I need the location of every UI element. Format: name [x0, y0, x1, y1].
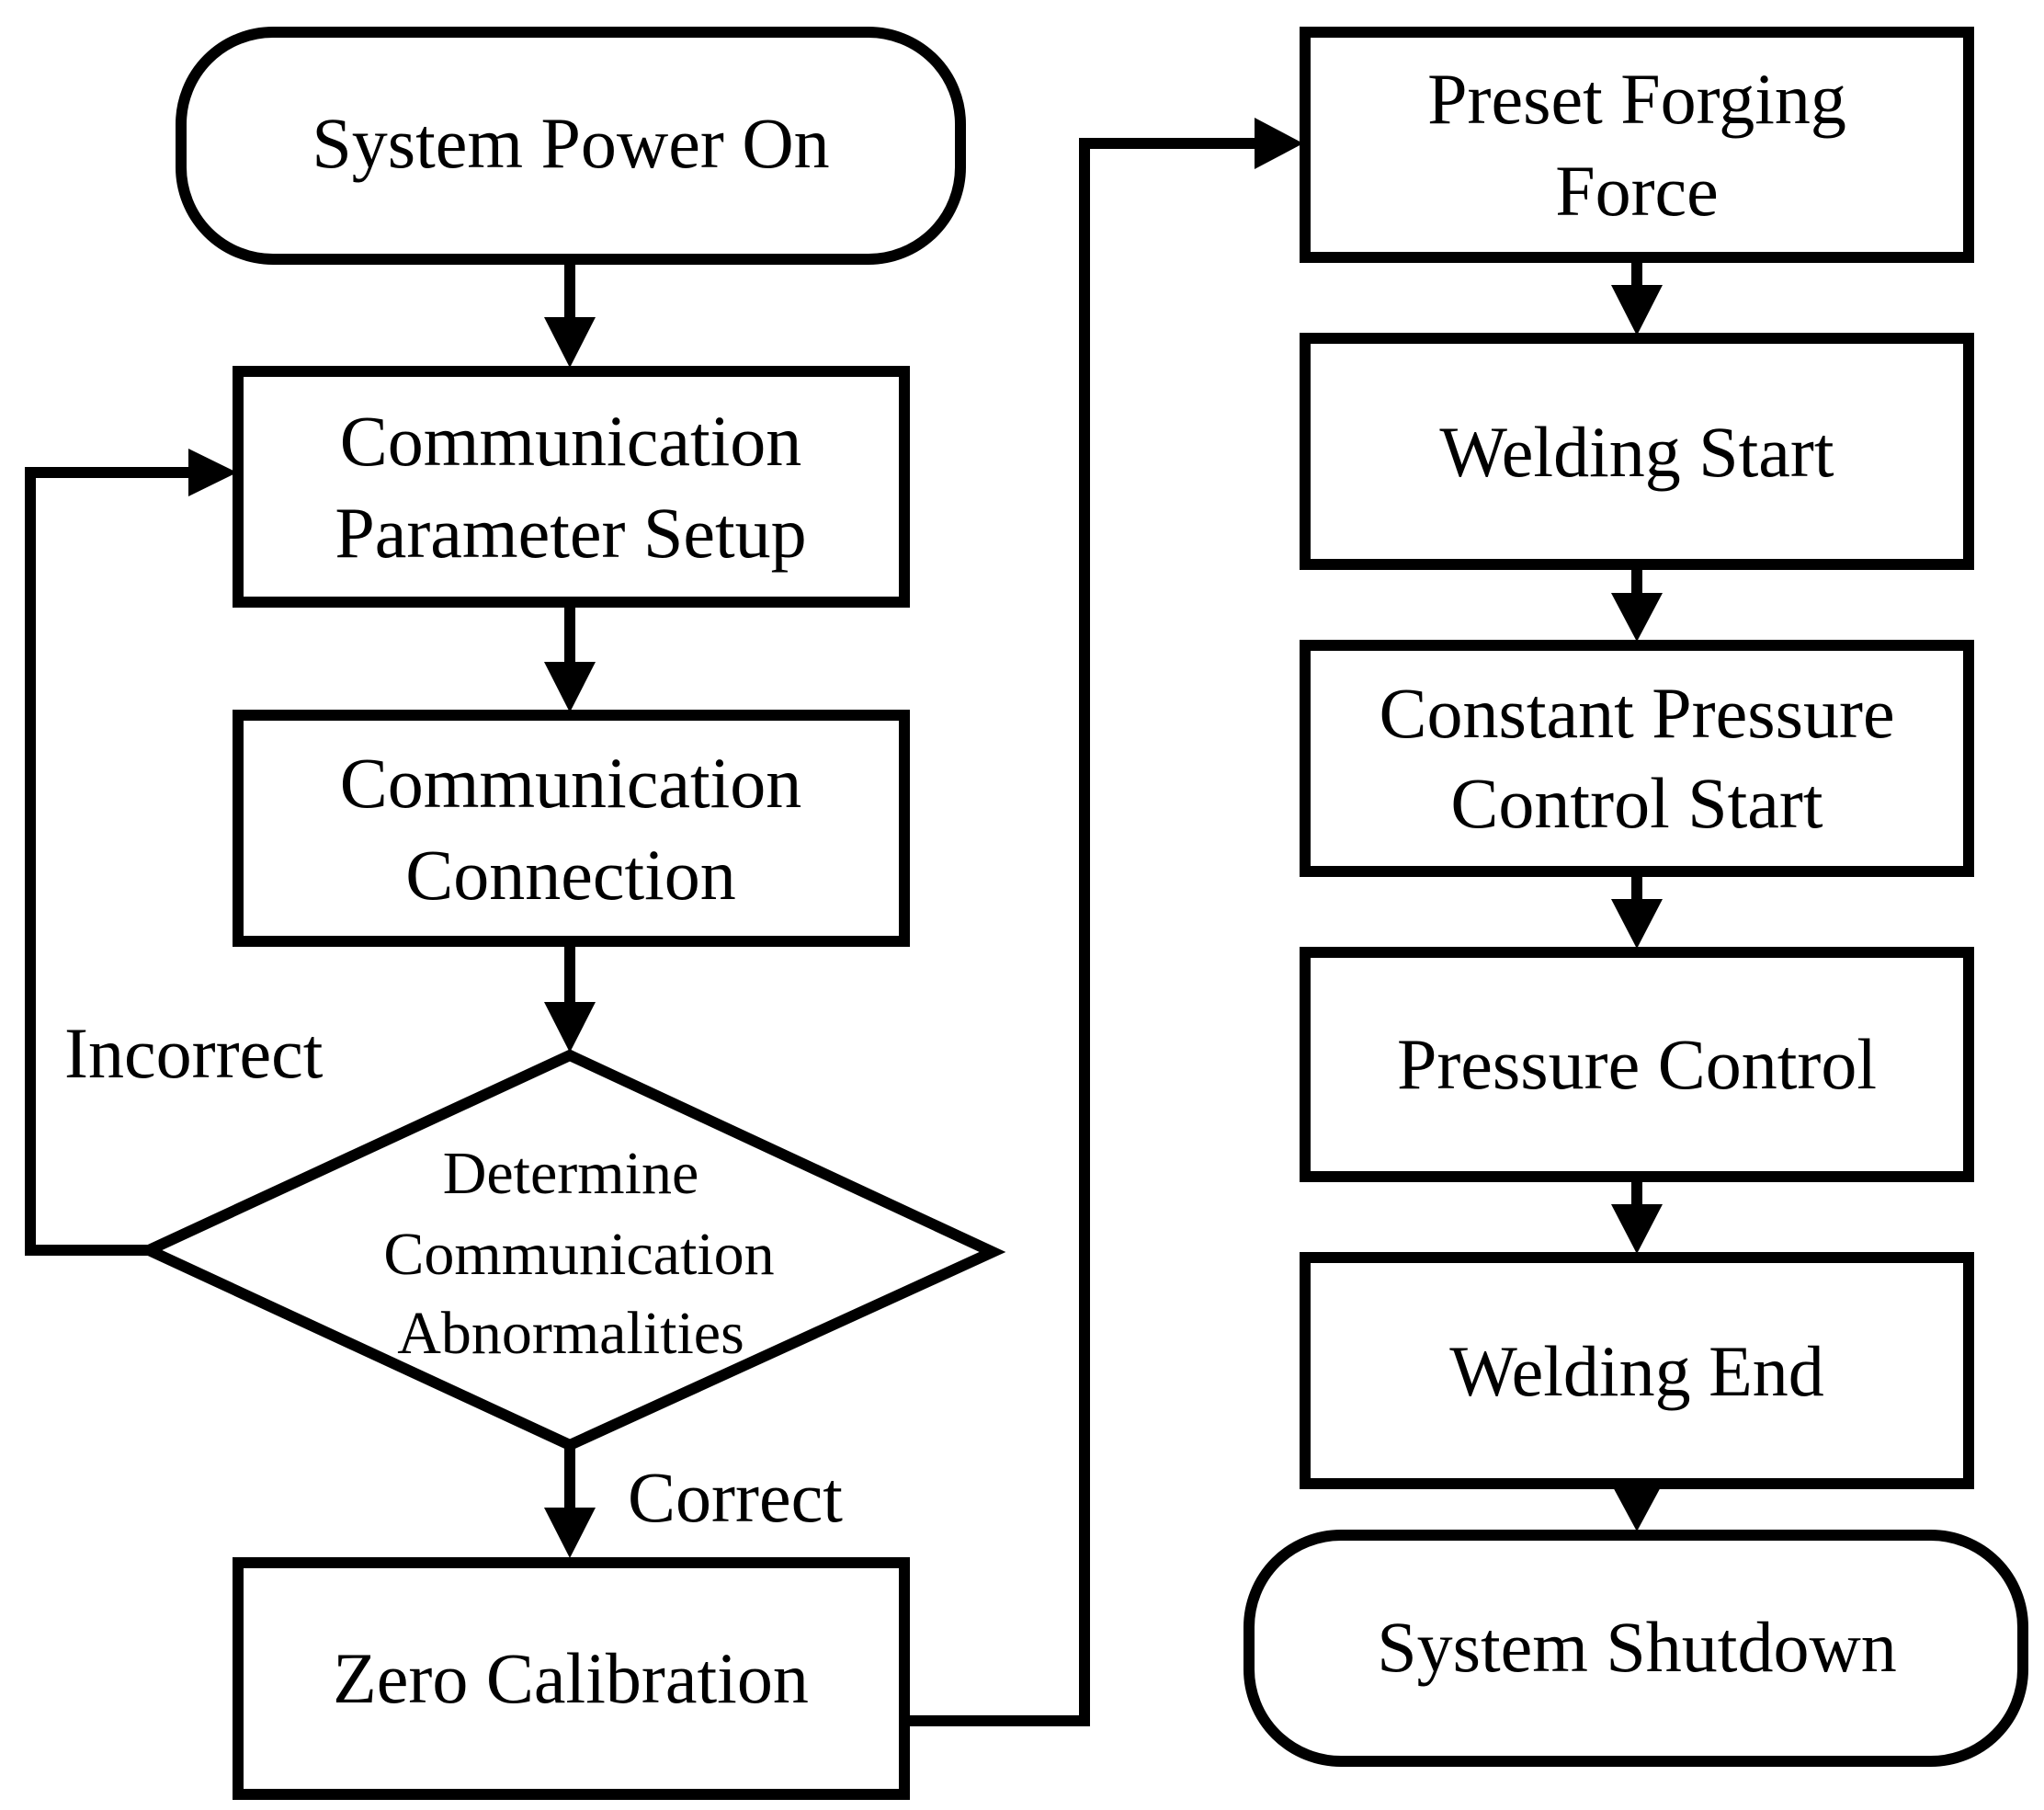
node-label-line-1: Communication: [340, 401, 802, 481]
node-label: System Shutdown: [1377, 1607, 1897, 1687]
node-label: Welding Start: [1439, 412, 1834, 492]
node-welding-end: Welding End: [1300, 1252, 1974, 1489]
node-pressure-control: Pressure Control: [1300, 947, 1974, 1182]
node-preset-forging-force: Preset Forging Force: [1300, 27, 1974, 263]
node-label-line-2: Parameter Setup: [335, 493, 806, 573]
arrow-zero-calibration-to-preset-force: [904, 118, 1303, 1726]
arrow-param-setup-to-connection: [544, 602, 596, 712]
arrow-decision-to-zero-calibration: [544, 1445, 596, 1558]
arrow-pressure-control-to-welding-end: [1611, 1177, 1663, 1254]
node-label-line-3: Abnormalities: [397, 1300, 744, 1367]
node-label: Zero Calibration: [333, 1638, 809, 1718]
edge-label-incorrect: Incorrect: [64, 1013, 324, 1093]
node-system-shutdown: System Shutdown: [1243, 1530, 2028, 1767]
node-label: Pressure Control: [1397, 1024, 1877, 1104]
node-label-line-2: Communication: [383, 1221, 774, 1288]
node-determine-communication-abnormalities: Determine Communication Abnormalities: [135, 1049, 1006, 1451]
arrow-incorrect-loop: [25, 449, 237, 1256]
node-label-line-2: Control Start: [1450, 763, 1823, 843]
node-label-line-2: Connection: [405, 835, 736, 915]
node-label-line-1: Determine: [443, 1140, 699, 1207]
node-constant-pressure-control-start: Constant Pressure Control Start: [1300, 640, 1974, 877]
node-welding-start: Welding Start: [1300, 333, 1974, 570]
node-label: Welding End: [1449, 1331, 1823, 1411]
node-communication-parameter-setup: Communication Parameter Setup: [233, 366, 910, 608]
node-label-line-1: Constant Pressure: [1379, 673, 1894, 753]
node-label-line-1: Communication: [340, 743, 802, 823]
node-label-line-2: Force: [1555, 151, 1719, 231]
node-label-line-1: Preset Forging: [1427, 59, 1846, 139]
edge-label-correct: Correct: [628, 1457, 843, 1537]
arrow-start-to-param-setup: [544, 259, 596, 368]
arrow-welding-start-to-constant-pressure: [1611, 564, 1663, 642]
arrow-preset-force-to-welding-start: [1611, 257, 1663, 336]
arrow-connection-to-decision: [544, 941, 596, 1053]
arrow-constant-pressure-to-pressure-control: [1611, 871, 1663, 949]
node-zero-calibration: Zero Calibration: [233, 1557, 910, 1800]
node-system-power-on: System Power On: [176, 27, 966, 265]
node-communication-connection: Communication Connection: [233, 710, 910, 947]
node-label: System Power On: [312, 103, 829, 183]
arrow-welding-end-to-shutdown: [1611, 1484, 1663, 1531]
connectors: [25, 118, 1663, 1726]
